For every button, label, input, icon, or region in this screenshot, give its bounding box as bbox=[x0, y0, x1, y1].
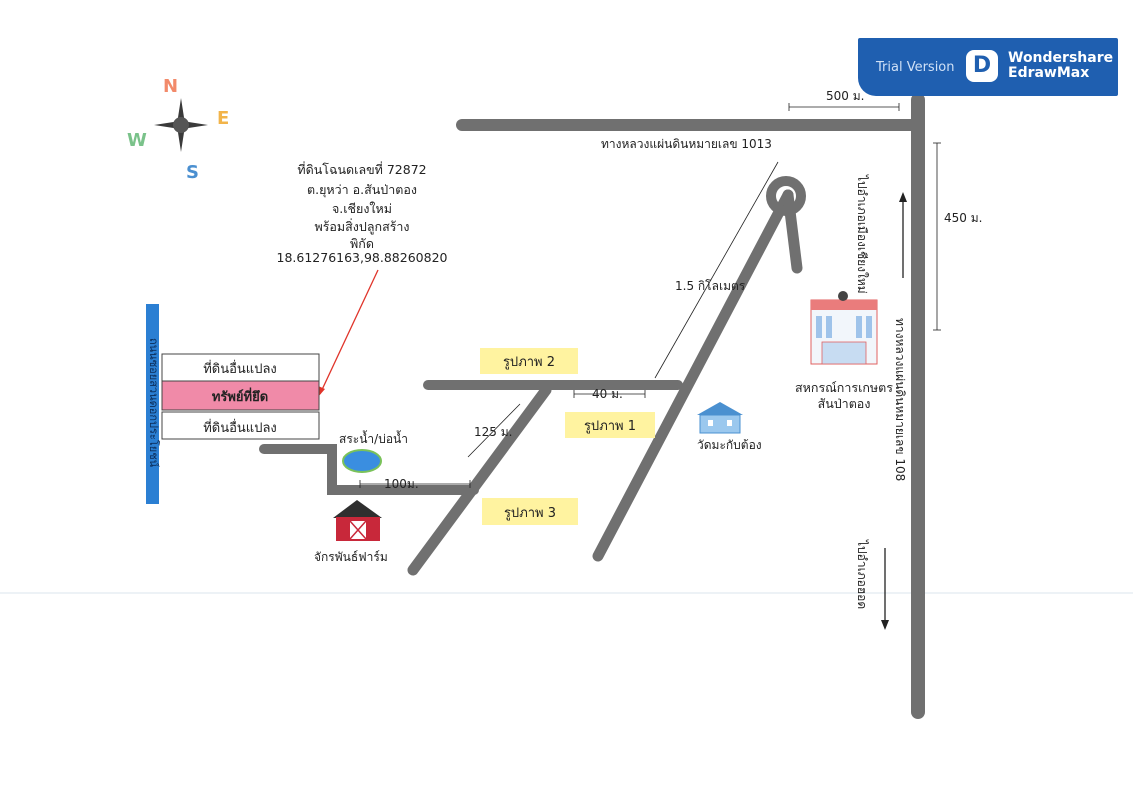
barn-icon bbox=[333, 500, 382, 541]
coop-label-line2: สันป่าตอง bbox=[818, 396, 871, 411]
left-road-label: ถนนซอยสวนดอกประโยชน์ bbox=[147, 338, 161, 468]
compass-w: W bbox=[127, 130, 147, 151]
farm-label: จักรพันธ์ฟาร์ม bbox=[314, 550, 388, 564]
dimension-lines bbox=[359, 103, 941, 488]
trial-version-label: Trial Version bbox=[876, 60, 955, 75]
photo-labels: รูปภาพ 2 รูปภาพ 1 รูปภาพ 3 bbox=[480, 348, 655, 525]
note-line-1: ที่ดินโฉนดเลขที่ 72872 bbox=[297, 161, 426, 177]
brand-name: Wondershare EdrawMax bbox=[1008, 51, 1113, 81]
photo-3-label: รูปภาพ 3 bbox=[504, 506, 556, 521]
pointer-arrow-line bbox=[319, 269, 379, 395]
plot-bottom-label: ที่ดินอื่นแปลง bbox=[203, 419, 277, 436]
to-hot-label: ไปอำเภอฮอด bbox=[855, 539, 869, 609]
compass-rose-icon: N E S W bbox=[127, 76, 229, 183]
distance-40: 40 ม. bbox=[592, 387, 623, 401]
coop-label-line1: สหกรณ์การเกษตร bbox=[795, 380, 893, 395]
note-line-2: ต.ยุหว่า อ.สันป่าตอง bbox=[307, 182, 417, 198]
left-blue-road bbox=[146, 304, 159, 504]
photo-1-label: รูปภาพ 1 bbox=[584, 419, 636, 434]
compass-n: N bbox=[163, 76, 178, 97]
distance-labels: 500 ม. 450 ม. 1.5 กิโลเมตร 40 ม. 125 ม. … bbox=[384, 89, 982, 491]
roundabout bbox=[766, 176, 806, 216]
brand-line-2: EdrawMax bbox=[1008, 65, 1090, 81]
distance-450: 450 ม. bbox=[944, 211, 982, 225]
temple-icon bbox=[697, 402, 743, 434]
plot-top-label: ที่ดินอื่นแปลง bbox=[203, 360, 277, 377]
plot-stack: ที่ดินอื่นแปลง ทรัพย์ที่ยึด ที่ดินอื่นแป… bbox=[161, 353, 320, 440]
note-line-6: 18.61276163,98.88260820 bbox=[277, 250, 448, 265]
to-chiangmai-label: ไปอำเภอเมืองเชียงใหม่ bbox=[855, 174, 869, 294]
temple-label: วัดมะกับต้อง bbox=[697, 438, 762, 452]
pond-label: สระน้ำ/บ่อน้ำ bbox=[339, 430, 408, 446]
distance-500: 500 ม. bbox=[826, 89, 864, 103]
note-line-4: พร้อมสิ่งปลูกสร้าง bbox=[314, 218, 409, 235]
pond-icon bbox=[342, 449, 382, 473]
distance-100: 100ม. bbox=[384, 477, 419, 491]
plot-top-box bbox=[161, 353, 320, 382]
cooperative-building-icon bbox=[810, 291, 878, 365]
highway-108-label: ทางหลวงแผ่นดินหมายเลข 108 bbox=[893, 318, 907, 481]
soi-road-diagonal bbox=[407, 384, 552, 576]
road-from-roundabout bbox=[592, 189, 794, 562]
brand-line-1: Wondershare bbox=[1008, 50, 1114, 66]
direction-arrows bbox=[881, 192, 907, 630]
property-note: ที่ดินโฉนดเลขที่ 72872 ต.ยุหว่า อ.สันป่า… bbox=[277, 161, 448, 265]
plot-target-label: ทรัพย์ที่ยึด bbox=[212, 387, 268, 405]
photo-3-box bbox=[482, 498, 578, 525]
arrow-up-icon bbox=[899, 192, 907, 202]
arrow-down-icon bbox=[881, 620, 889, 630]
road-network bbox=[259, 93, 925, 719]
compass-s: S bbox=[186, 162, 199, 183]
plot-bottom-box bbox=[161, 411, 320, 440]
note-line-5: พิกัด bbox=[350, 236, 374, 251]
plot-target-box bbox=[161, 380, 320, 411]
photo-1-box bbox=[565, 412, 655, 438]
compass-e: E bbox=[217, 108, 229, 129]
photo-2-box bbox=[480, 348, 578, 374]
distance-125: 125 ม. bbox=[474, 425, 512, 439]
photo-2-label: รูปภาพ 2 bbox=[503, 355, 555, 370]
edrawmax-trial-badge[interactable]: Trial Version D Wondershare EdrawMax bbox=[858, 38, 1118, 96]
edrawmax-logo-icon: D bbox=[966, 50, 998, 82]
access-road bbox=[259, 444, 479, 495]
distance-1-5km: 1.5 กิโลเมตร bbox=[675, 279, 746, 293]
highway-1013-label: ทางหลวงแผ่นดินหมายเลข 1013 bbox=[601, 137, 772, 151]
note-line-3: จ.เชียงใหม่ bbox=[332, 201, 392, 216]
road-labels: ทางหลวงแผ่นดินหมายเลข 1013 ทางหลวงแผ่นดิ… bbox=[601, 137, 907, 609]
